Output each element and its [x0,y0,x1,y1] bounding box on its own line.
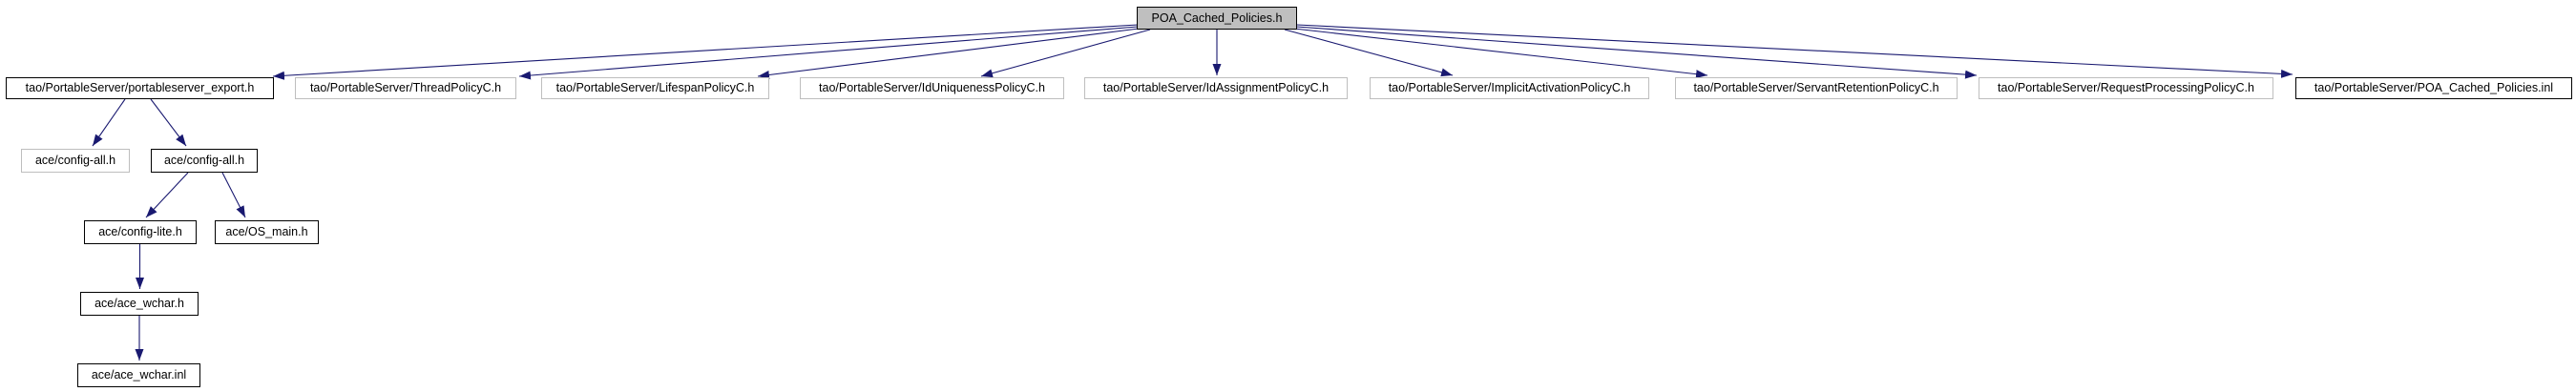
node-idassignmentpolicyc-h: tao/PortableServer/IdAssignmentPolicyC.h [1084,77,1348,99]
edge-root-poa-cached-policies-inl [1296,24,2293,78]
node-threadpolicyc-h: tao/PortableServer/ThreadPolicyC.h [295,77,516,99]
node-ace-wchar-h[interactable]: ace/ace_wchar.h [80,292,199,316]
edge-root-implicitactivationpolicyc [1284,29,1454,77]
node-os-main-h[interactable]: ace/OS_main.h [215,220,319,244]
node-requestprocessingpolicyc-h: tao/PortableServer/RequestProcessingPoli… [1979,77,2273,99]
node-ace-wchar-inl[interactable]: ace/ace_wchar.inl [77,363,200,387]
node-config-lite-h[interactable]: ace/config-lite.h [84,220,197,244]
edge-root-iduniquenesspolicyc [980,29,1151,78]
node-implicitactivationpolicyc-h: tao/PortableServer/ImplicitActivationPol… [1370,77,1649,99]
node-poa-cached-policies-h: POA_Cached_Policies.h [1137,7,1297,30]
node-config-all-h-plain: ace/config-all.h [21,149,130,173]
edge-root-lifespanpolicyc [757,28,1140,79]
edge-root-servantretentionpolicyc [1293,28,1708,79]
node-servantretentionpolicyc-h: tao/PortableServer/ServantRetentionPolic… [1675,77,1958,99]
edge-root-threadpolicyc [518,26,1139,80]
node-iduniquenesspolicyc-h: tao/PortableServer/IdUniquenessPolicyC.h [800,77,1064,99]
edge-configall-osmain [221,172,246,218]
node-portableserver-export-h[interactable]: tao/PortableServer/portableserver_export… [6,77,274,99]
edge-root-requestprocessingpolicyc [1295,26,1978,79]
node-poa-cached-policies-inl[interactable]: tao/PortableServer/POA_Cached_Policies.i… [2295,77,2572,99]
edge-export-configall-right [150,98,187,147]
node-lifespanpolicyc-h: tao/PortableServer/LifespanPolicyC.h [541,77,769,99]
edge-root-portableserver-export [272,24,1139,80]
edge-configall-configlite [145,172,189,218]
node-config-all-h-linked[interactable]: ace/config-all.h [151,149,258,173]
edge-export-configall-left [92,98,126,147]
